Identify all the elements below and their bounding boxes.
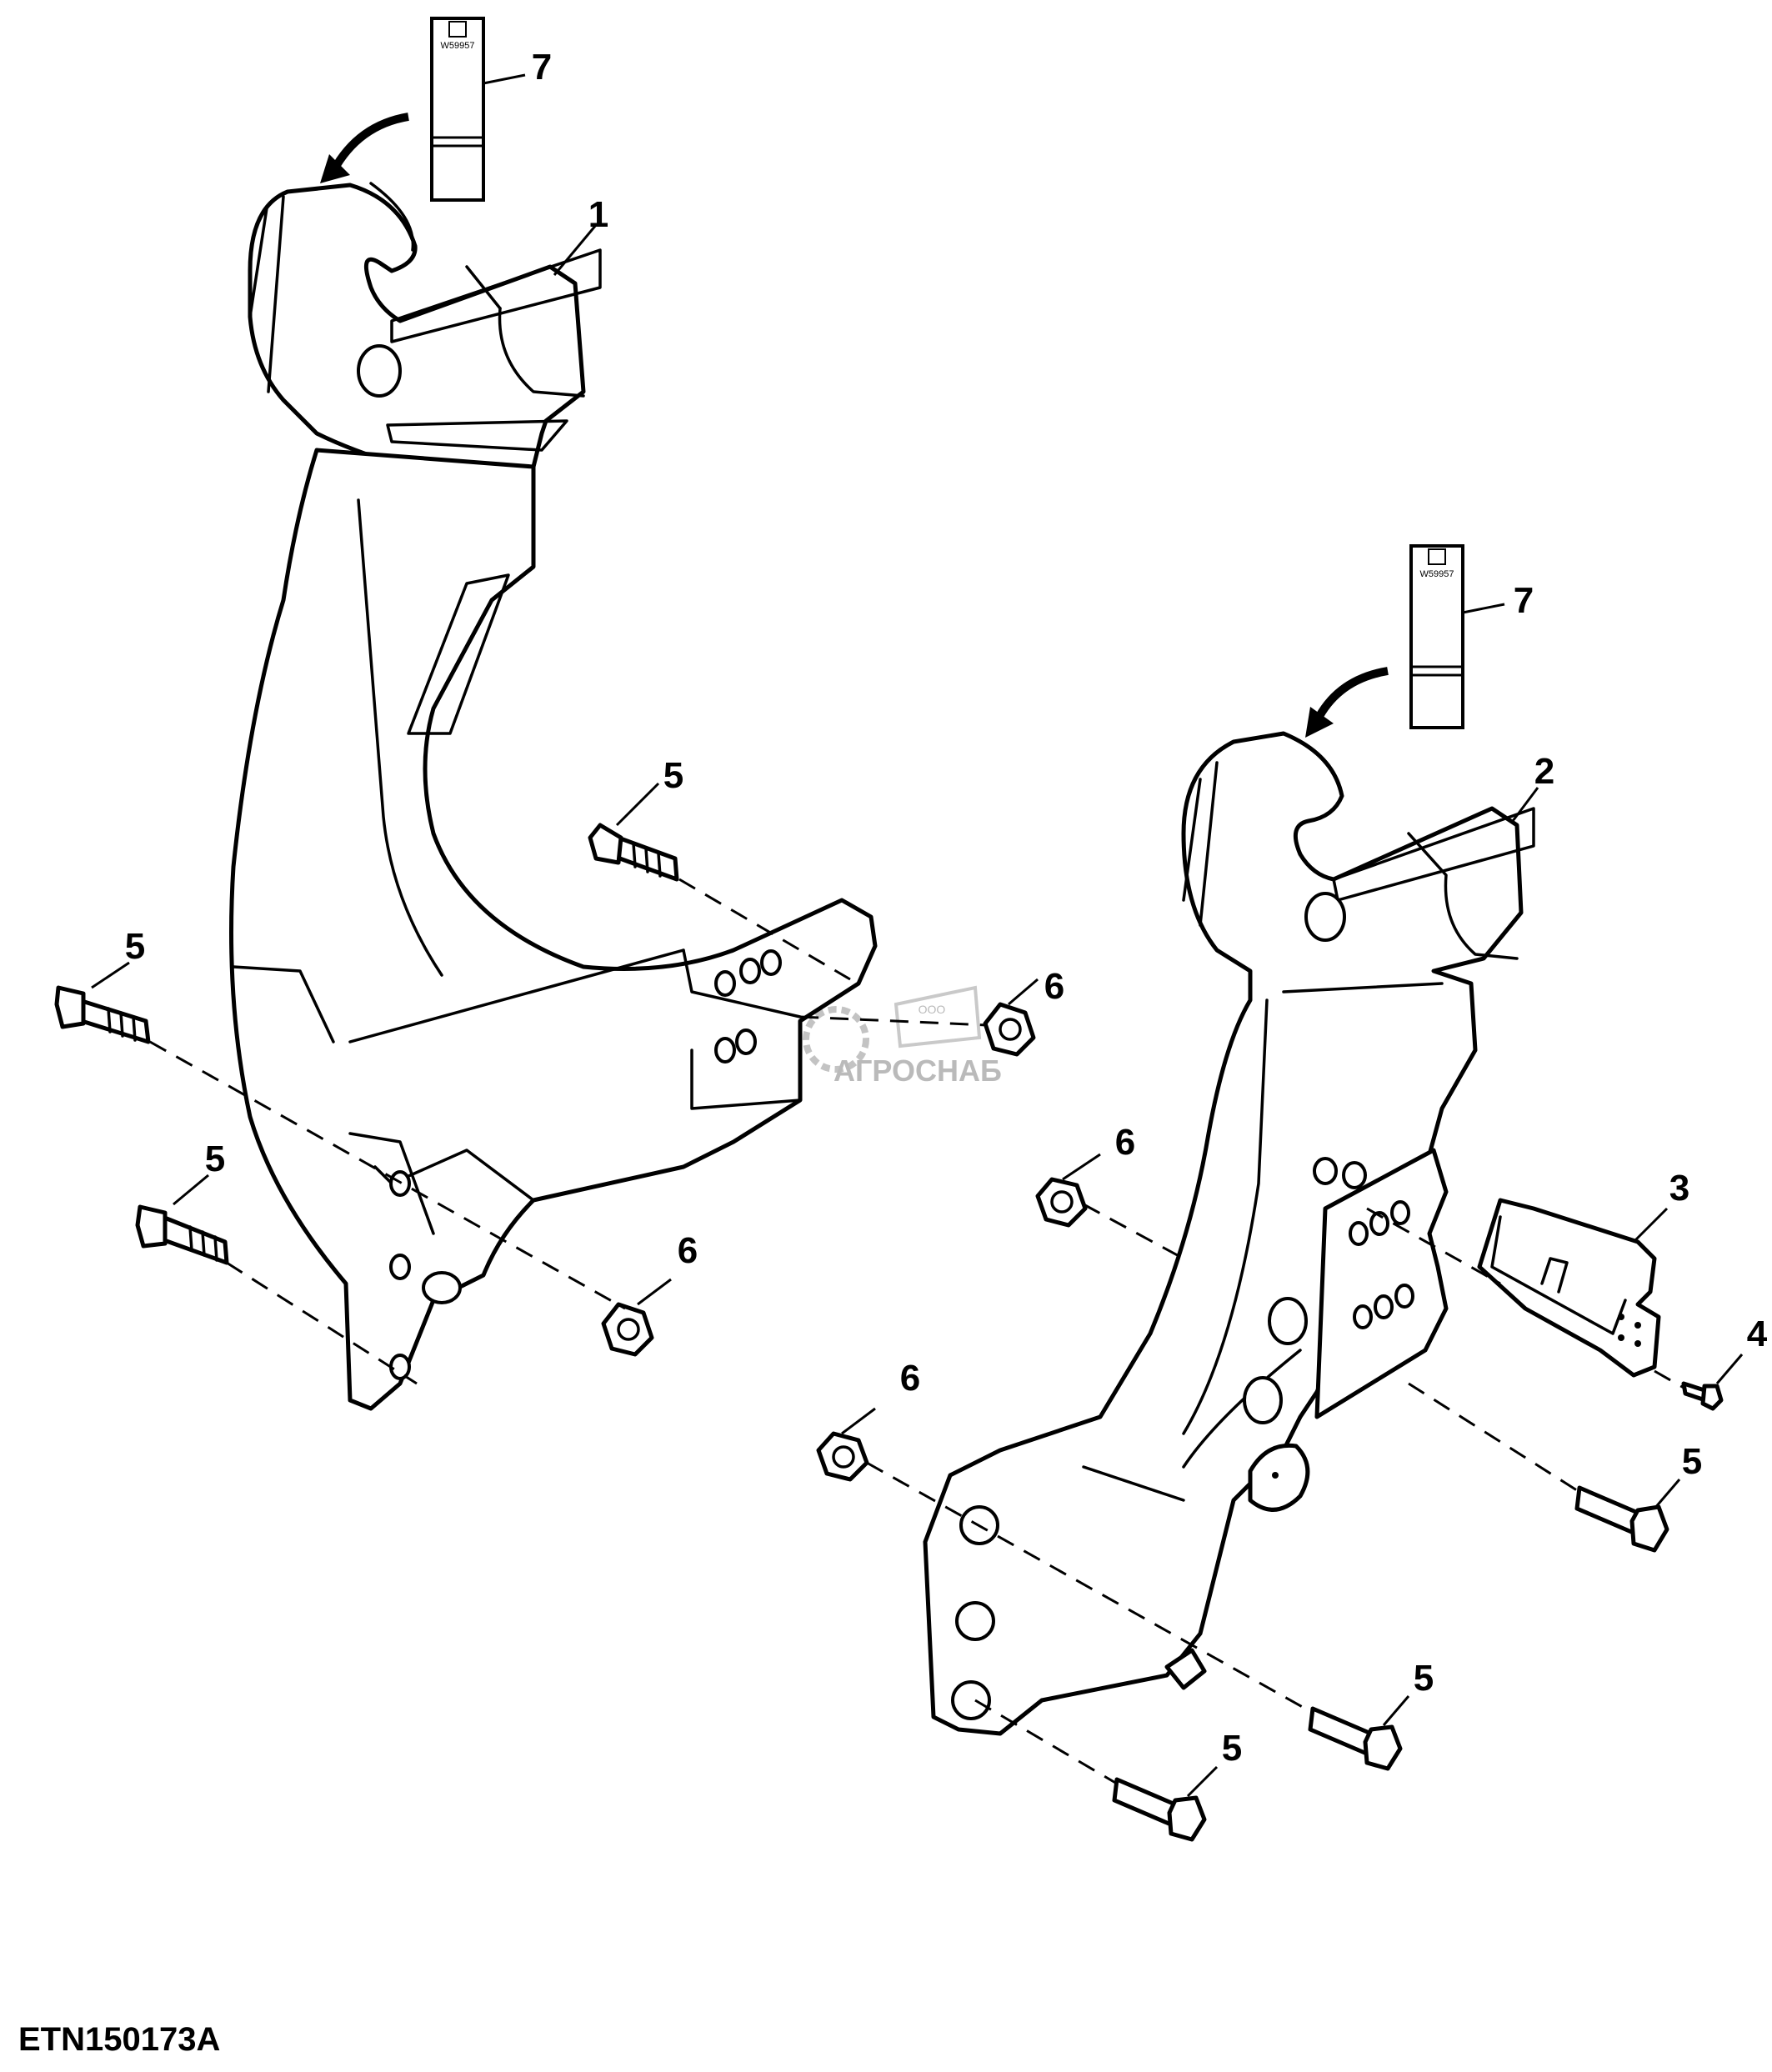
- part-1-bolt-hole: [760, 949, 782, 976]
- decal-7-right-body: [1409, 544, 1464, 729]
- assembly-line: [1408, 1382, 1580, 1494]
- watermark-gear-icon: [803, 1006, 869, 1073]
- assembly-line: [1654, 1369, 1684, 1389]
- part-3-shield-bracket: [1477, 1198, 1661, 1378]
- assembly-line: [1366, 1207, 1501, 1285]
- watermark-tractor-icon: [894, 985, 982, 1049]
- part-2-foot-tab: [1164, 1648, 1207, 1690]
- assembly-line: [149, 1040, 626, 1310]
- part-1-top-pad: [390, 248, 602, 343]
- nut-6-right-lower: [816, 1431, 869, 1482]
- part-2-side-plate: [1314, 1148, 1449, 1419]
- bolt-5-right-middle: [1308, 1706, 1403, 1771]
- assembly-line: [974, 1699, 1118, 1785]
- part-1-hook-head: [248, 183, 586, 469]
- part-1-arm-slot: [407, 573, 510, 735]
- bolt-head: [1363, 1724, 1403, 1771]
- assembly-line: [226, 1261, 418, 1385]
- bolt-head: [1629, 1504, 1669, 1553]
- bolt-head: [588, 823, 623, 865]
- bolt-head: [54, 985, 86, 1029]
- callout-3: 3: [1669, 1168, 1689, 1209]
- figure-id: ETN150173A: [18, 2021, 220, 2058]
- assembly-line: [1083, 1203, 1184, 1260]
- callout-5-right-lower: 5: [1222, 1728, 1242, 1769]
- callout-6-left-upper: 6: [1044, 966, 1064, 1007]
- watermark: ООО АГРОСНАБ: [803, 985, 1002, 1088]
- assembly-line: [799, 1015, 989, 1027]
- callout-leaders: [91, 73, 1744, 1798]
- bolt-5-right-side: [1574, 1485, 1669, 1553]
- part-2-top-pad: [1332, 807, 1535, 902]
- callout-1: 1: [588, 194, 608, 235]
- bolt-5-left-middle: [54, 985, 151, 1044]
- part-2-main-arm: [923, 731, 1524, 1736]
- assembly-line: [678, 878, 851, 981]
- callout-6-left-lower: 6: [678, 1230, 698, 1271]
- callout-6-right-lower: 6: [900, 1358, 920, 1399]
- bolt-5-left-upper: [588, 823, 679, 882]
- nut-6-left-lower: [601, 1302, 654, 1357]
- part-1-left-hitch-bracket: [229, 182, 878, 1411]
- watermark-prefix: ООО: [919, 1003, 946, 1016]
- decal-7-right-code: W59957: [1420, 569, 1454, 579]
- decal-7-left-body: [430, 17, 485, 202]
- callout-7-right: 7: [1514, 580, 1534, 621]
- callout-7-left: 7: [532, 47, 552, 88]
- part-1-main-arm: [229, 448, 878, 1411]
- callout-5-right-middle: 5: [1414, 1658, 1434, 1699]
- callout-4: 4: [1747, 1314, 1768, 1354]
- callout-5-left-upper: 5: [663, 755, 683, 796]
- callout-5-left-lower: 5: [205, 1139, 225, 1179]
- bolt-head: [1167, 1795, 1207, 1842]
- decal-7-left: W59957: [320, 17, 485, 202]
- part-2-right-hitch-bracket: [923, 731, 1535, 1736]
- callout-5-left-middle: 5: [125, 926, 145, 967]
- watermark-brand: АГРОСНАБ: [833, 1054, 1002, 1088]
- bolt-5-left-lower: [135, 1204, 229, 1265]
- callout-5-right-side: 5: [1682, 1441, 1702, 1482]
- nut-6-left-upper: [983, 1002, 1036, 1057]
- decal-7-right: W59957: [1305, 544, 1464, 738]
- part-2-round-plate: [1248, 1443, 1310, 1512]
- part-2-bolt-hole: [1268, 1297, 1308, 1345]
- part-2-pin-hole: [1304, 892, 1346, 942]
- callout-6-right-upper: 6: [1115, 1122, 1135, 1163]
- screw-4: [1681, 1381, 1724, 1411]
- part-1-pin-hole: [357, 344, 402, 398]
- bolt-head: [135, 1204, 168, 1249]
- nut-6-right-upper: [1035, 1177, 1088, 1228]
- decal-7-left-arrow: [329, 113, 409, 173]
- bolt-5-right-lower: [1112, 1777, 1207, 1842]
- callout-2: 2: [1534, 751, 1554, 792]
- assembly-line: [866, 1461, 1314, 1714]
- decal-7-right-arrow: [1313, 667, 1389, 723]
- part-1-lower-pad: [386, 419, 568, 452]
- decal-7-left-code: W59957: [441, 41, 475, 51]
